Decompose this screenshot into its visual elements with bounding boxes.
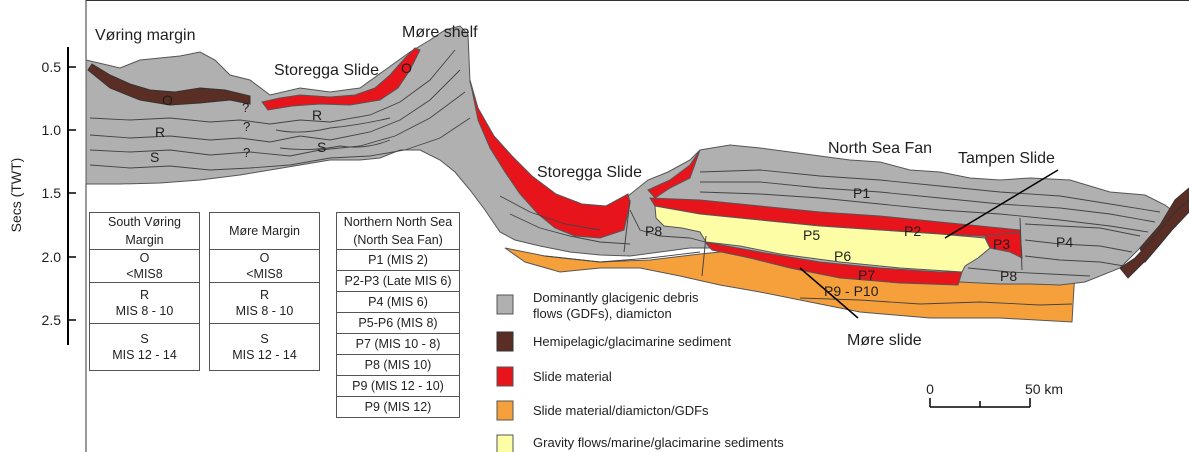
hemipelagic-brown-unit: [1119, 199, 1189, 279]
fault-line: [1019, 217, 1023, 271]
legend-label: flows (GDFs), diamicton: [533, 306, 672, 321]
unit-label: P8: [645, 223, 662, 239]
unit-label: S: [150, 149, 159, 165]
more-slide-leader: [799, 267, 859, 319]
legend-label: Dominantly glacigenic debris: [533, 290, 699, 305]
y-tick-label: 1.0: [42, 122, 62, 138]
legend-label: Slide material: [533, 369, 612, 384]
scale-bar-start-label: 0: [926, 381, 934, 397]
unit-label: P8: [1000, 268, 1017, 284]
y-tick-label: 1.5: [42, 185, 62, 201]
unit-label: O: [162, 92, 173, 108]
unit-label: P7: [858, 267, 875, 283]
table-header-line: (North Sea Fan): [353, 233, 443, 247]
legend: Dominantly glacigenic debris flows (GDFs…: [496, 290, 784, 452]
table-cell: P9 (MIS 12): [336, 396, 460, 418]
storegga-slide-label: Storegga Slide: [274, 62, 379, 79]
legend-swatch-gravity-flows: [496, 434, 514, 452]
north-sea-fan-label: North Sea Fan: [828, 140, 932, 157]
table-cell: O <MIS8: [209, 249, 320, 283]
y-tick-label: 2.5: [42, 312, 62, 328]
more-slide-label: Møre slide: [847, 332, 922, 349]
yellow-gravity-flow-unit: [654, 205, 991, 273]
fault-line: [623, 199, 631, 253]
hemipelagic-brown-unit: [87, 63, 251, 106]
question-mark-label: ?: [243, 145, 250, 160]
scale-bar: 0 50 km: [926, 381, 1063, 408]
age-text: MIS 8 - 10: [115, 304, 174, 318]
age-text: <MIS8: [126, 267, 163, 281]
table-cell: P1 (MIS 2): [336, 249, 460, 271]
legend-label: Slide material/diamicton/GDFs: [533, 403, 709, 418]
question-mark-label: ?: [243, 119, 250, 134]
y-axis-title: Secs (TWT): [8, 158, 24, 233]
unit-text: S: [140, 332, 149, 346]
voring-margin-label: Vøring margin: [95, 27, 195, 44]
y-tick-label: 0.5: [42, 59, 62, 75]
legend-label: Gravity flows/marine/glacimarine sedimen…: [533, 435, 784, 450]
unit-label: P1: [853, 185, 870, 201]
y-tick-label: 2.0: [42, 249, 62, 265]
table-cell: P4 (MIS 6): [336, 291, 460, 313]
age-text: MIS 12 - 14: [112, 348, 177, 362]
age-text: MIS 8 - 10: [235, 304, 294, 318]
internal-reflectors: [89, 49, 1161, 306]
unit-label: P4: [1056, 234, 1073, 250]
fault-line: [701, 235, 707, 277]
south-voring-margin-table: South Vøring Margin O <MIS8 R MIS 8 - 10…: [89, 212, 200, 371]
table-cell: R MIS 8 - 10: [209, 282, 320, 324]
vertical-axis: 0.5 1.0 1.5 2.0 2.5 Secs (TWT): [8, 47, 76, 345]
unit-label: P6: [834, 248, 851, 264]
legend-swatch-hemipelagic: [496, 331, 514, 352]
unit-text: R: [139, 288, 150, 302]
legend-swatch-gdf: [496, 294, 514, 315]
unit-text: S: [260, 332, 269, 346]
red-slide-unit: [261, 47, 421, 111]
unit-text: O: [139, 251, 150, 265]
age-text: MIS 12 - 14: [232, 348, 297, 362]
unit-label: O: [401, 60, 412, 76]
red-slide-unit: [647, 149, 701, 199]
unit-label: P2: [904, 223, 921, 239]
table-cell: O <MIS8: [89, 249, 200, 283]
question-mark-label: ?: [242, 100, 249, 115]
legend-swatch-slide: [496, 366, 514, 387]
legend-label: Hemipelagic/glacimarine sediment: [533, 334, 731, 349]
table-header: Northern North Sea (North Sea Fan): [336, 212, 460, 250]
unit-label: P9 - P10: [824, 283, 879, 299]
unit-label: P3: [993, 236, 1010, 252]
table-header: Møre Margin: [209, 212, 320, 250]
table-header: South Vøring Margin: [89, 212, 200, 250]
scale-bar-end-label: 50 km: [1025, 381, 1063, 397]
table-cell: P8 (MIS 10): [336, 354, 460, 376]
table-cell: P7 (MIS 10 - 8): [336, 333, 460, 355]
unit-text: R: [259, 288, 270, 302]
table-cell: P2-P3 (Late MIS 6): [336, 270, 460, 292]
unit-text: O: [259, 251, 270, 265]
table-cell: S MIS 12 - 14: [209, 323, 320, 371]
more-shelf-label: Møre shelf: [402, 24, 478, 41]
table-cell: R MIS 8 - 10: [89, 282, 200, 324]
unit-label: R: [312, 107, 322, 123]
tampen-slide-leader: [944, 169, 1059, 239]
storegga-slide-label: Storegga Slide: [537, 164, 642, 181]
table-cell: P9 (MIS 12 - 10): [336, 375, 460, 397]
table-cell: P5-P6 (MIS 8): [336, 312, 460, 334]
table-header-line: Northern North Sea: [343, 215, 453, 229]
legend-swatch-slide-diamicton: [496, 400, 514, 421]
age-text: <MIS8: [246, 267, 283, 281]
red-slide-unit: [469, 79, 631, 239]
northern-north-sea-table: Northern North Sea (North Sea Fan) P1 (M…: [336, 212, 460, 418]
more-margin-table: Møre Margin O <MIS8 R MIS 8 - 10 S MIS 1…: [209, 212, 320, 371]
tampen-slide-label: Tampen Slide: [958, 150, 1055, 167]
unit-label: P5: [803, 227, 820, 243]
red-slide-unit: [703, 241, 963, 286]
unit-label: S: [317, 139, 326, 155]
table-cell: S MIS 12 - 14: [89, 323, 200, 371]
unit-label: R: [155, 124, 165, 140]
